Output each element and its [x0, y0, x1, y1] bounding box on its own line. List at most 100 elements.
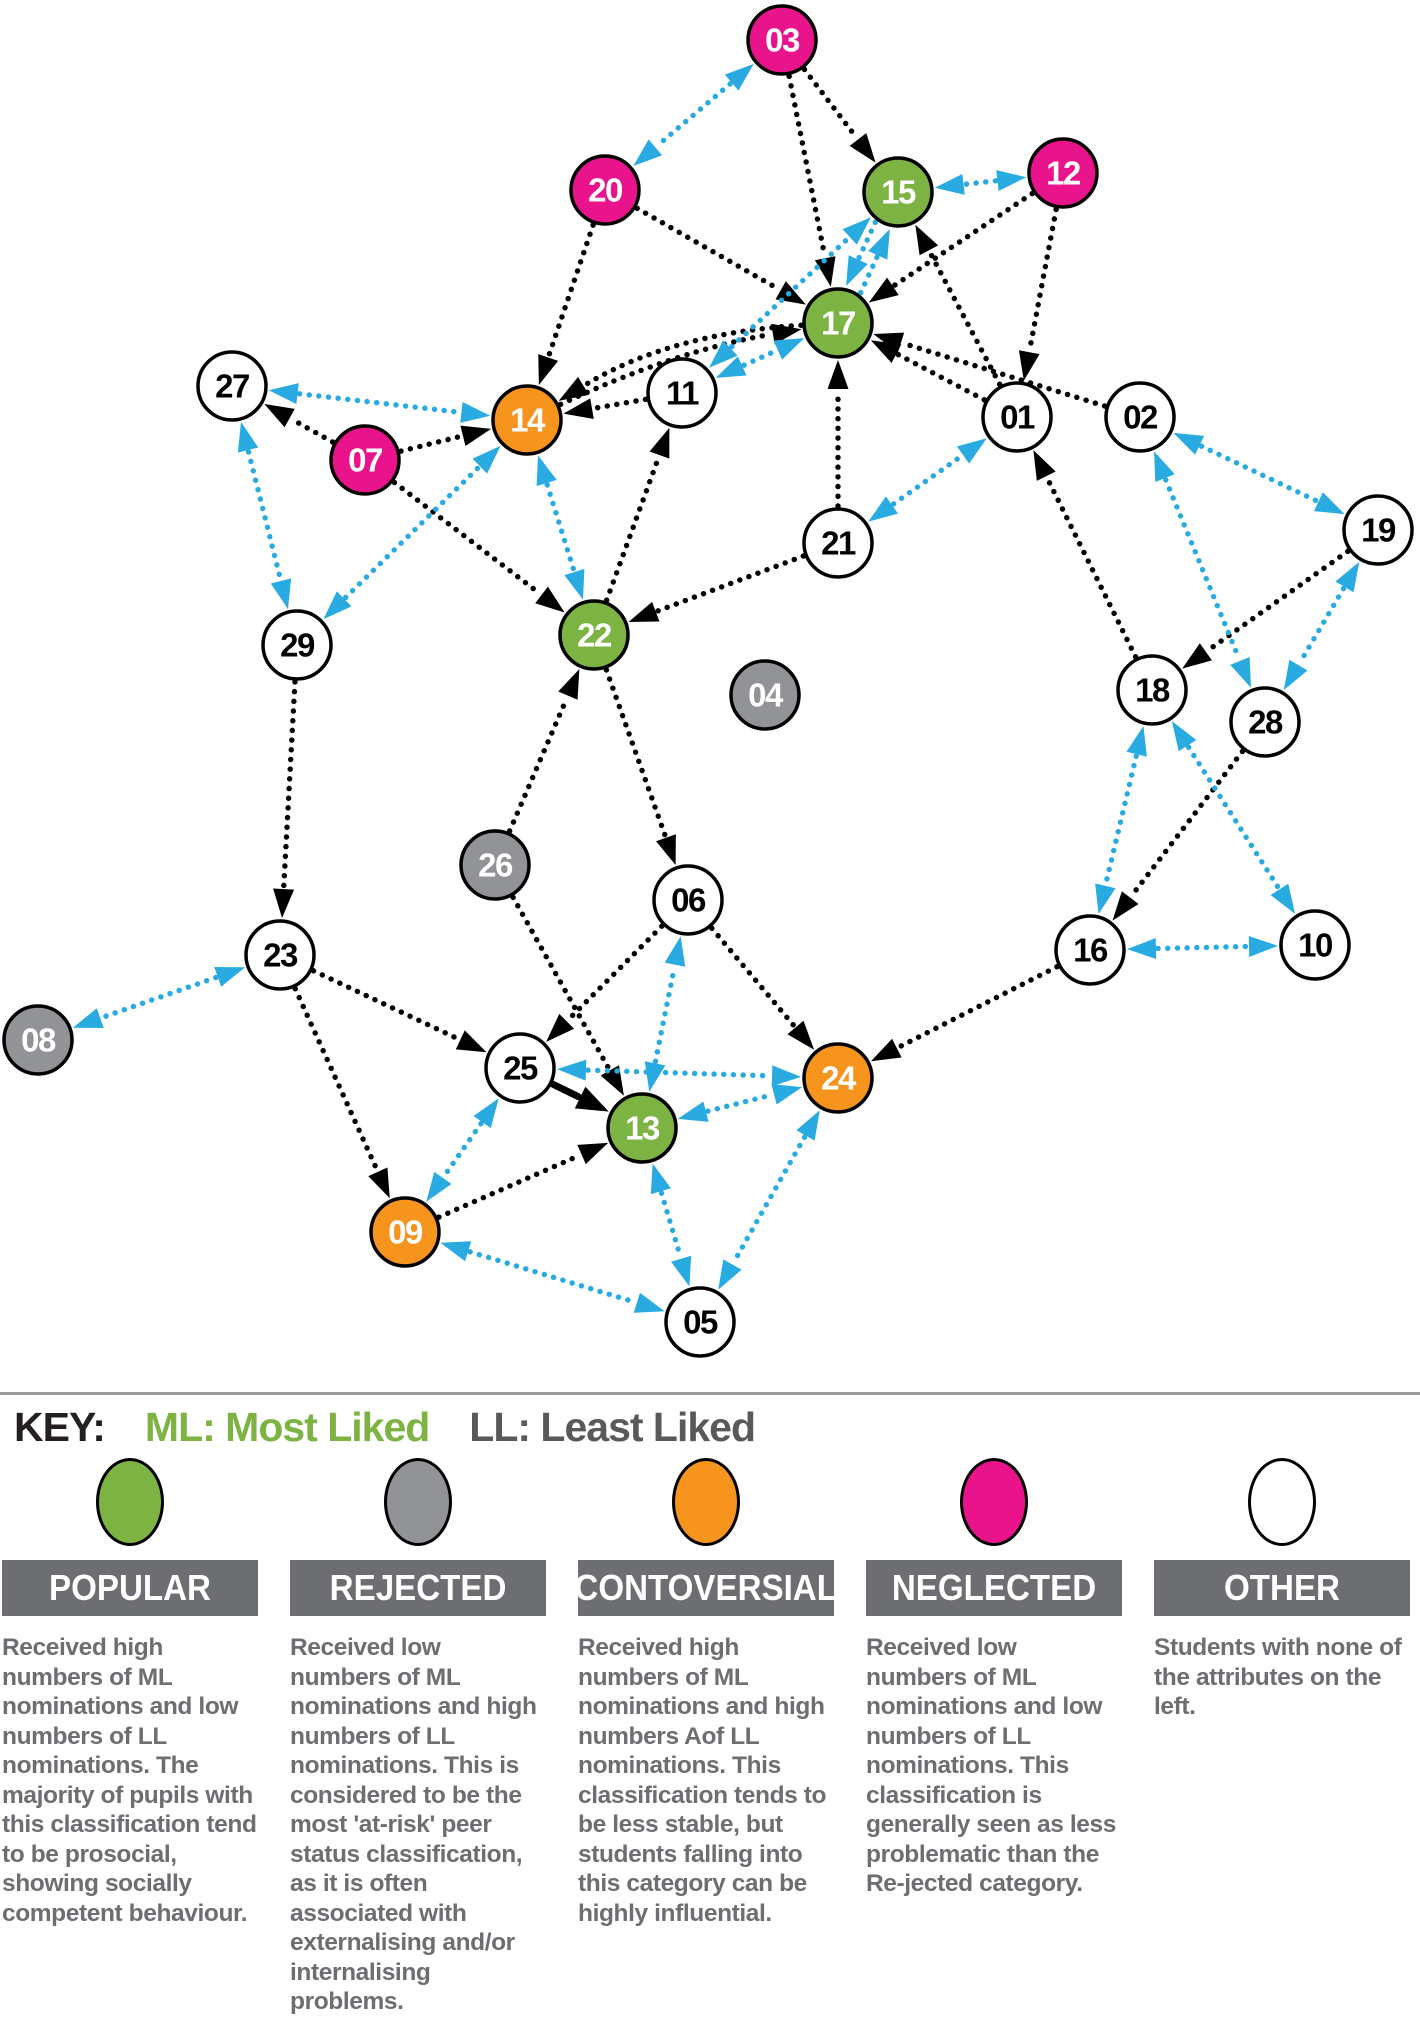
edge-21-22 — [628, 553, 807, 622]
legend-card-contoversial: CONTOVERSIAL Received high numbers of ML… — [575, 1458, 837, 1928]
node-15: 15 — [862, 156, 934, 228]
edge-19-28 — [1283, 561, 1360, 691]
node-label-03: 03 — [765, 22, 800, 59]
edge-02-28 — [1154, 451, 1251, 688]
edge-18-10 — [1171, 721, 1296, 914]
edge-24-05 — [718, 1110, 820, 1290]
edge-12-17 — [868, 190, 1035, 303]
node-22: 22 — [558, 599, 630, 671]
edge-23-08 — [72, 966, 246, 1029]
edge-03-17 — [786, 73, 836, 287]
edge-19-18 — [1182, 548, 1351, 669]
key-label: KEY: — [14, 1404, 106, 1450]
node-label-02: 02 — [1123, 399, 1158, 436]
node-label-21: 21 — [821, 525, 856, 562]
node-label-29: 29 — [280, 627, 315, 664]
other-description: Students with none of the attributes on … — [1154, 1634, 1402, 1720]
edge-17-14 — [558, 322, 804, 401]
edge-18-16 — [1095, 725, 1147, 915]
edge-06-25 — [546, 923, 665, 1042]
node-label-12: 12 — [1046, 155, 1081, 192]
node-label-13: 13 — [625, 1110, 660, 1147]
node-04: 04 — [729, 659, 801, 731]
node-label-04: 04 — [748, 677, 784, 714]
edge-17-15 — [857, 228, 890, 296]
node-14: 14 — [491, 384, 563, 456]
edge-12-01 — [1018, 206, 1059, 381]
edge-22-06 — [603, 667, 676, 866]
contoversial-title: CONTOVERSIAL — [574, 1567, 838, 1608]
edge-29-14 — [323, 445, 501, 620]
separator-line — [0, 1392, 1420, 1395]
node-23: 23 — [244, 919, 316, 991]
node-20: 20 — [569, 154, 641, 226]
edge-07-22 — [391, 479, 565, 613]
node-03: 03 — [746, 4, 818, 76]
edge-03-15 — [801, 66, 876, 163]
legend-card-other: OTHER Students with none of the attribut… — [1154, 1458, 1410, 1722]
edge-13-24 — [677, 1084, 803, 1122]
node-09: 09 — [369, 1196, 441, 1268]
neglected-title-bar: NEGLECTED — [866, 1560, 1122, 1616]
edge-23-09 — [292, 986, 390, 1199]
edge-06-24 — [709, 925, 815, 1050]
edge-25-09 — [426, 1098, 499, 1202]
node-label-08: 08 — [21, 1022, 56, 1059]
edge-12-15 — [934, 170, 1027, 195]
edge-11-15 — [709, 217, 871, 368]
other-circle-icon — [1248, 1458, 1316, 1546]
edge-07-14 — [398, 425, 492, 454]
node-label-09: 09 — [388, 1214, 423, 1251]
edge-03-20 — [633, 63, 754, 167]
node-label-07: 07 — [348, 442, 382, 479]
rejected-circle-icon — [384, 1458, 452, 1546]
node-label-06: 06 — [671, 882, 706, 919]
key-ll-label: LL: Least Liked — [469, 1404, 756, 1450]
node-21: 21 — [802, 507, 874, 579]
rejected-title: REJECTED — [329, 1567, 507, 1608]
node-label-11: 11 — [666, 375, 699, 412]
popular-description: Received high numbers of ML nominations … — [2, 1634, 257, 1927]
node-label-15: 15 — [881, 174, 916, 211]
node-01: 01 — [981, 381, 1053, 453]
node-24: 24 — [802, 1042, 874, 1114]
edge-15-17 — [846, 219, 879, 287]
contoversial-circle-icon — [672, 1458, 740, 1546]
node-label-26: 26 — [478, 847, 513, 884]
node-label-24: 24 — [821, 1060, 857, 1097]
contoversial-title-bar: CONTOVERSIAL — [575, 1560, 837, 1616]
edge-27-29 — [237, 421, 292, 610]
node-16: 16 — [1054, 914, 1126, 986]
node-07: 07 — [329, 424, 401, 496]
node-label-10: 10 — [1298, 927, 1332, 964]
key-header: KEY: ML: Most Liked LL: Least Liked — [14, 1404, 756, 1451]
edge-16-10 — [1126, 935, 1279, 960]
node-02: 02 — [1104, 381, 1176, 453]
edge-09-05 — [440, 1241, 665, 1313]
neglected-description: Received low numbers of ML nominations a… — [866, 1634, 1116, 1897]
node-label-01: 01 — [1000, 399, 1035, 436]
node-label-27: 27 — [215, 368, 249, 405]
edge-27-14 — [268, 383, 491, 423]
legend-card-rejected: REJECTED Received low numbers of ML nomi… — [290, 1458, 546, 2017]
edge-07-27 — [264, 403, 336, 445]
node-11: 11 — [646, 357, 718, 429]
rejected-title-bar: REJECTED — [290, 1560, 546, 1616]
node-label-05: 05 — [683, 1304, 718, 1341]
node-10: 10 — [1279, 909, 1351, 981]
node-06: 06 — [652, 864, 724, 936]
popular-title-bar: POPULAR — [2, 1560, 258, 1616]
node-13: 13 — [606, 1092, 678, 1164]
edge-23-25 — [310, 968, 487, 1053]
node-label-17: 17 — [821, 305, 855, 342]
edge-20-17 — [634, 205, 806, 305]
edge-14-22 — [536, 455, 585, 600]
edge-21-17 — [827, 360, 849, 509]
popular-title: POPULAR — [49, 1567, 211, 1608]
edge-18-01 — [1033, 450, 1139, 660]
other-title-bar: OTHER — [1154, 1560, 1410, 1616]
edge-16-24 — [870, 964, 1060, 1062]
edge-29-23 — [273, 679, 298, 919]
